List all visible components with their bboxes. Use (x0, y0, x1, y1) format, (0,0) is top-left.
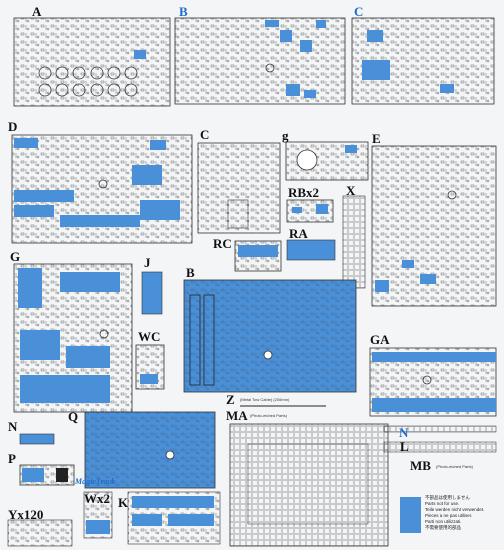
sprue-c-top (351, 17, 495, 105)
sprue-q (84, 411, 216, 489)
legend-line-5: Parti non utilizzati. (425, 519, 462, 524)
sprue-label-y: Yx120 (8, 507, 44, 522)
sprue-label-n-right: N (399, 425, 409, 440)
sprue-k (127, 491, 221, 545)
sprue-w (83, 491, 113, 539)
sprue-label-b-top: B (179, 4, 188, 19)
legend-line-4: Pieces a ne pas utiliser. (425, 513, 473, 518)
sprue-ra (286, 239, 336, 261)
sprue-label-wc: WC (138, 329, 161, 344)
metal-tow-cable-note: (Metal Tow Cable) (200mm) (240, 397, 290, 402)
ma-photo-etched-note: (Photo-etched Parts) (250, 413, 287, 418)
sprue-n-left (19, 433, 55, 445)
sprue-label-l: L (400, 439, 409, 454)
sprue-x (342, 195, 366, 289)
sprue-label-b-mid: B (186, 265, 195, 280)
sprue-label-c-mid: C (200, 127, 210, 142)
sprue-label-j: J (144, 255, 151, 270)
sprue-label-z: Z (226, 392, 235, 407)
sprue-e (371, 145, 497, 307)
legend-line-1: 不部品は使用しません (425, 495, 470, 500)
sprue-n-right (383, 425, 497, 433)
sprue-j (141, 271, 163, 315)
sprue-label-w: Wx2 (84, 491, 110, 506)
sprue-ma-photo-etched (229, 423, 389, 547)
sprue-label-q: Q (68, 409, 79, 424)
sprue-p (19, 464, 75, 486)
sprue-label-ga: GA (370, 332, 390, 347)
sprue-l (383, 441, 497, 453)
magic-track-logo: MagicTrack (75, 477, 116, 486)
sprue-label-ma: MA (226, 408, 248, 423)
sprue-label-rc: RC (213, 236, 232, 251)
sprue-g-small (285, 141, 369, 181)
sprue-label-ra: RA (289, 226, 308, 241)
sprue-label-e: E (372, 131, 381, 146)
sprue-a (13, 17, 171, 107)
sprue-ga (369, 347, 497, 417)
sprue-c-mid (197, 142, 281, 234)
sprue-label-g-small: g (282, 128, 289, 143)
not-for-use-swatch (400, 497, 421, 533)
sprue-d (11, 134, 193, 244)
legend-line-6: 不需要使用的部品 (425, 525, 461, 530)
legend-line-3: Teile werden nicht verwendet. (425, 507, 485, 512)
legend-line-2: Parts not for use. (425, 501, 460, 506)
sprue-label-n-left: N (8, 419, 18, 434)
sprue-label-mb: MB (410, 458, 431, 473)
sprue-rc (234, 240, 282, 272)
sprue-label-g: G (10, 249, 21, 264)
sprue-rb (286, 199, 334, 223)
sprue-b-top (174, 17, 346, 105)
sprue-wc (135, 344, 165, 390)
sprue-label-d: D (8, 119, 18, 134)
sprue-label-c-top: C (354, 4, 364, 19)
sprue-label-a: A (32, 4, 42, 19)
sprue-y-tracks (7, 519, 73, 547)
sprue-label-x: X (346, 183, 356, 198)
sprue-label-k: K (118, 495, 129, 510)
sprue-label-rb: RBx2 (288, 185, 320, 200)
sprue-b-mid (183, 279, 357, 393)
mb-photo-etched-note: (Photo-etched Parts) (436, 464, 473, 469)
sprue-g (13, 263, 133, 413)
sprue-label-p: P (8, 451, 16, 466)
